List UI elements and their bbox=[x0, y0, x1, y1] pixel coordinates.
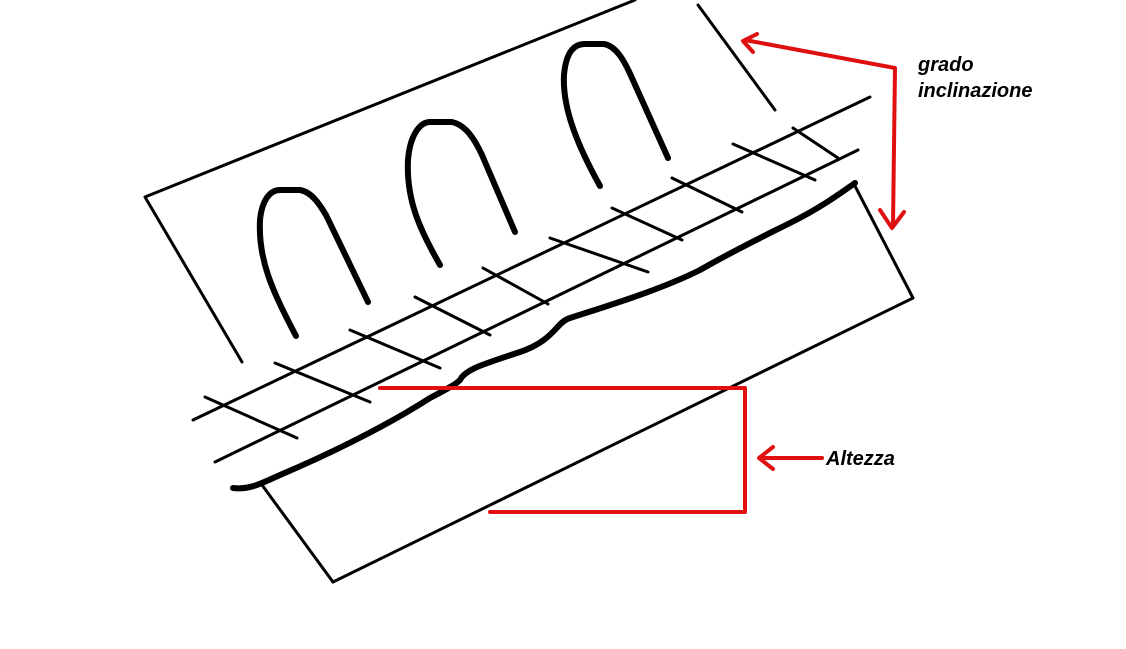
arch-3 bbox=[560, 41, 671, 189]
height-label: Altezza bbox=[826, 448, 895, 470]
height-bracket bbox=[378, 386, 747, 514]
crosstie bbox=[203, 395, 299, 440]
upper-panel bbox=[143, 0, 777, 364]
rails bbox=[191, 95, 872, 464]
crosstie bbox=[413, 295, 492, 337]
height-annotation bbox=[378, 386, 824, 514]
incline-arrowhead-bottom bbox=[878, 208, 906, 230]
crosstie bbox=[731, 142, 817, 182]
incline-label-line2: inclinazione bbox=[918, 80, 1033, 102]
crosstie bbox=[610, 206, 684, 242]
lower-panel-left-edge bbox=[260, 483, 335, 584]
upper-panel-right-edge bbox=[696, 3, 777, 112]
crosstie bbox=[791, 126, 840, 160]
crosstie bbox=[273, 361, 372, 404]
incline-label-line1: grado bbox=[918, 54, 974, 76]
height-arrowhead bbox=[757, 445, 775, 471]
crosstie bbox=[548, 236, 650, 274]
lower-panel-right-edge bbox=[853, 184, 915, 300]
arch-2 bbox=[404, 119, 518, 268]
crosstie bbox=[670, 176, 744, 214]
lower-panel-top-edge bbox=[230, 180, 858, 492]
incline-bracket bbox=[743, 38, 897, 227]
rail-lower bbox=[213, 148, 860, 464]
incline-annotation bbox=[741, 32, 906, 230]
rail-upper bbox=[191, 95, 872, 422]
crosstie bbox=[481, 266, 550, 306]
lower-panel-bottom-edge bbox=[331, 296, 915, 584]
crosstie bbox=[348, 328, 442, 370]
upper-panel-outline bbox=[143, 0, 637, 364]
lower-panel bbox=[230, 180, 915, 584]
incline-arrowhead-top bbox=[741, 32, 759, 54]
arch-1 bbox=[256, 187, 371, 339]
